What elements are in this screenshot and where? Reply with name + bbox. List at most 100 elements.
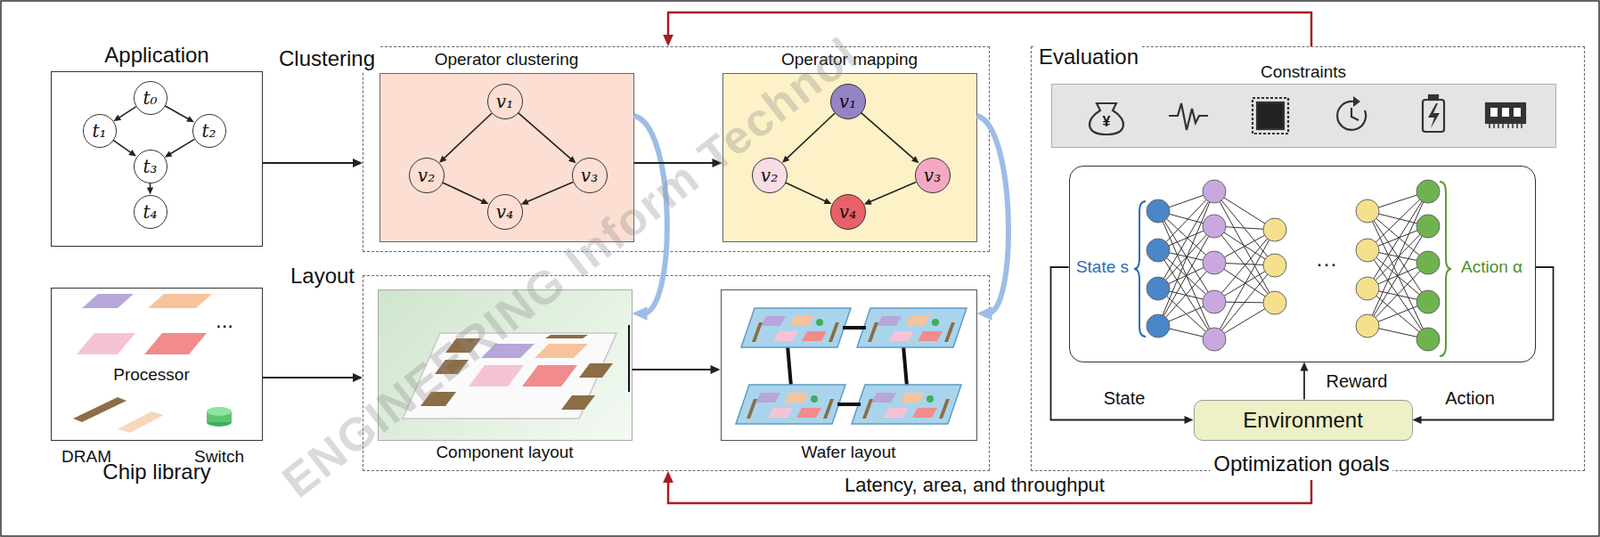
connector	[525, 181, 573, 203]
drawing-path	[1337, 101, 1366, 131]
drawing-polygon	[147, 293, 213, 309]
network-link	[1214, 226, 1275, 303]
network-link	[1367, 191, 1429, 212]
network-link	[1214, 265, 1275, 303]
neuron	[1263, 253, 1287, 278]
connector	[164, 106, 190, 121]
network-link	[1367, 226, 1429, 251]
arrowhead	[113, 114, 122, 122]
constraints-panel: Constraints	[1051, 83, 1557, 148]
node-label: t₄	[142, 201, 157, 223]
task-circle: t₄	[133, 195, 168, 229]
connector	[668, 12, 1312, 47]
arrowhead	[824, 197, 833, 205]
network-link	[1214, 191, 1275, 266]
network-link	[1158, 250, 1215, 340]
drawing-rect	[1428, 95, 1438, 100]
neuron	[1416, 327, 1440, 352]
arrowhead	[128, 149, 137, 157]
arrowhead	[632, 306, 648, 320]
node-label: Environment	[1242, 407, 1364, 433]
heading: Layout	[286, 263, 359, 290]
agent-network-box: State sAction α	[1069, 165, 1536, 363]
neuron	[1146, 277, 1170, 301]
drawing-path	[1439, 181, 1452, 357]
neuron	[1416, 290, 1440, 314]
connector	[632, 368, 714, 371]
operator-circle: v₃	[571, 157, 608, 194]
operator-circle: v₂	[408, 157, 445, 194]
wafer-layout-drawing	[735, 308, 967, 425]
heading: Optimization goals	[1209, 451, 1393, 478]
network-link	[1367, 302, 1429, 327]
heading: Application	[104, 42, 209, 69]
operator-circle: v₂	[751, 157, 788, 194]
network-link	[1158, 250, 1215, 263]
network-link	[1367, 211, 1429, 340]
node-label: t₀	[142, 87, 157, 109]
drawing-ellipse	[206, 407, 232, 417]
operator-circle: v₁	[487, 83, 523, 120]
neuron	[1416, 179, 1440, 204]
network-link	[1367, 226, 1429, 327]
network-link	[1158, 211, 1215, 263]
network-link	[1367, 226, 1429, 289]
part-label: DRAM	[61, 447, 112, 468]
arrowhead	[1412, 416, 1422, 425]
node-label: v₄	[839, 201, 857, 223]
node-label: v₃	[923, 164, 941, 187]
neuron	[1202, 290, 1226, 314]
connector	[518, 113, 573, 161]
arrowhead	[568, 155, 576, 164]
drawing-rect	[1257, 102, 1284, 130]
drawing-polygon	[579, 363, 613, 378]
arrowhead	[352, 373, 363, 383]
ellipsis: ...	[215, 308, 234, 335]
drawing-line	[837, 402, 861, 407]
arrowhead	[710, 365, 721, 375]
network-link	[1214, 229, 1275, 340]
network-link	[1158, 226, 1215, 327]
caption: Component layout	[435, 442, 573, 464]
operator-circle: v₃	[914, 157, 951, 194]
network-link	[1367, 211, 1429, 303]
network-link	[1158, 211, 1215, 227]
network-link	[1214, 229, 1275, 303]
node-label: v₂	[417, 164, 435, 187]
drawing-rect	[1485, 103, 1526, 123]
network-link	[1158, 211, 1215, 303]
drawing-polygon	[1428, 103, 1440, 129]
network-link	[1367, 191, 1429, 251]
currency-symbol: ¥	[1102, 113, 1111, 131]
neural-network	[1146, 179, 1440, 352]
arrowhead	[439, 155, 447, 164]
neuron	[1146, 314, 1170, 338]
network-link	[1214, 265, 1275, 340]
drawing-rect	[1252, 97, 1289, 134]
network-link	[1367, 262, 1429, 289]
neuron	[1263, 291, 1287, 315]
network-link	[1158, 262, 1215, 289]
drawing-path	[1089, 103, 1124, 135]
network-link	[1214, 191, 1275, 230]
network-link	[1367, 191, 1429, 289]
connector	[262, 162, 356, 164]
neuron	[1202, 214, 1226, 238]
connector	[977, 115, 1009, 314]
network-link	[1367, 250, 1429, 340]
drawing-path	[1489, 122, 1522, 129]
network-link	[1158, 191, 1215, 327]
drawing-path	[1134, 201, 1146, 337]
drawing-use	[857, 308, 967, 348]
network-link	[1367, 250, 1429, 263]
connector	[169, 138, 196, 155]
caption: Wafer layout	[801, 442, 897, 464]
neuron	[1202, 327, 1226, 352]
network-link	[1367, 211, 1429, 263]
arrowhead	[662, 471, 674, 483]
arrowhead	[186, 115, 195, 123]
edge-label: Reward	[1322, 370, 1392, 392]
wafer-layout-box: Wafer layout	[720, 289, 978, 441]
node-label: v₁	[839, 90, 857, 113]
